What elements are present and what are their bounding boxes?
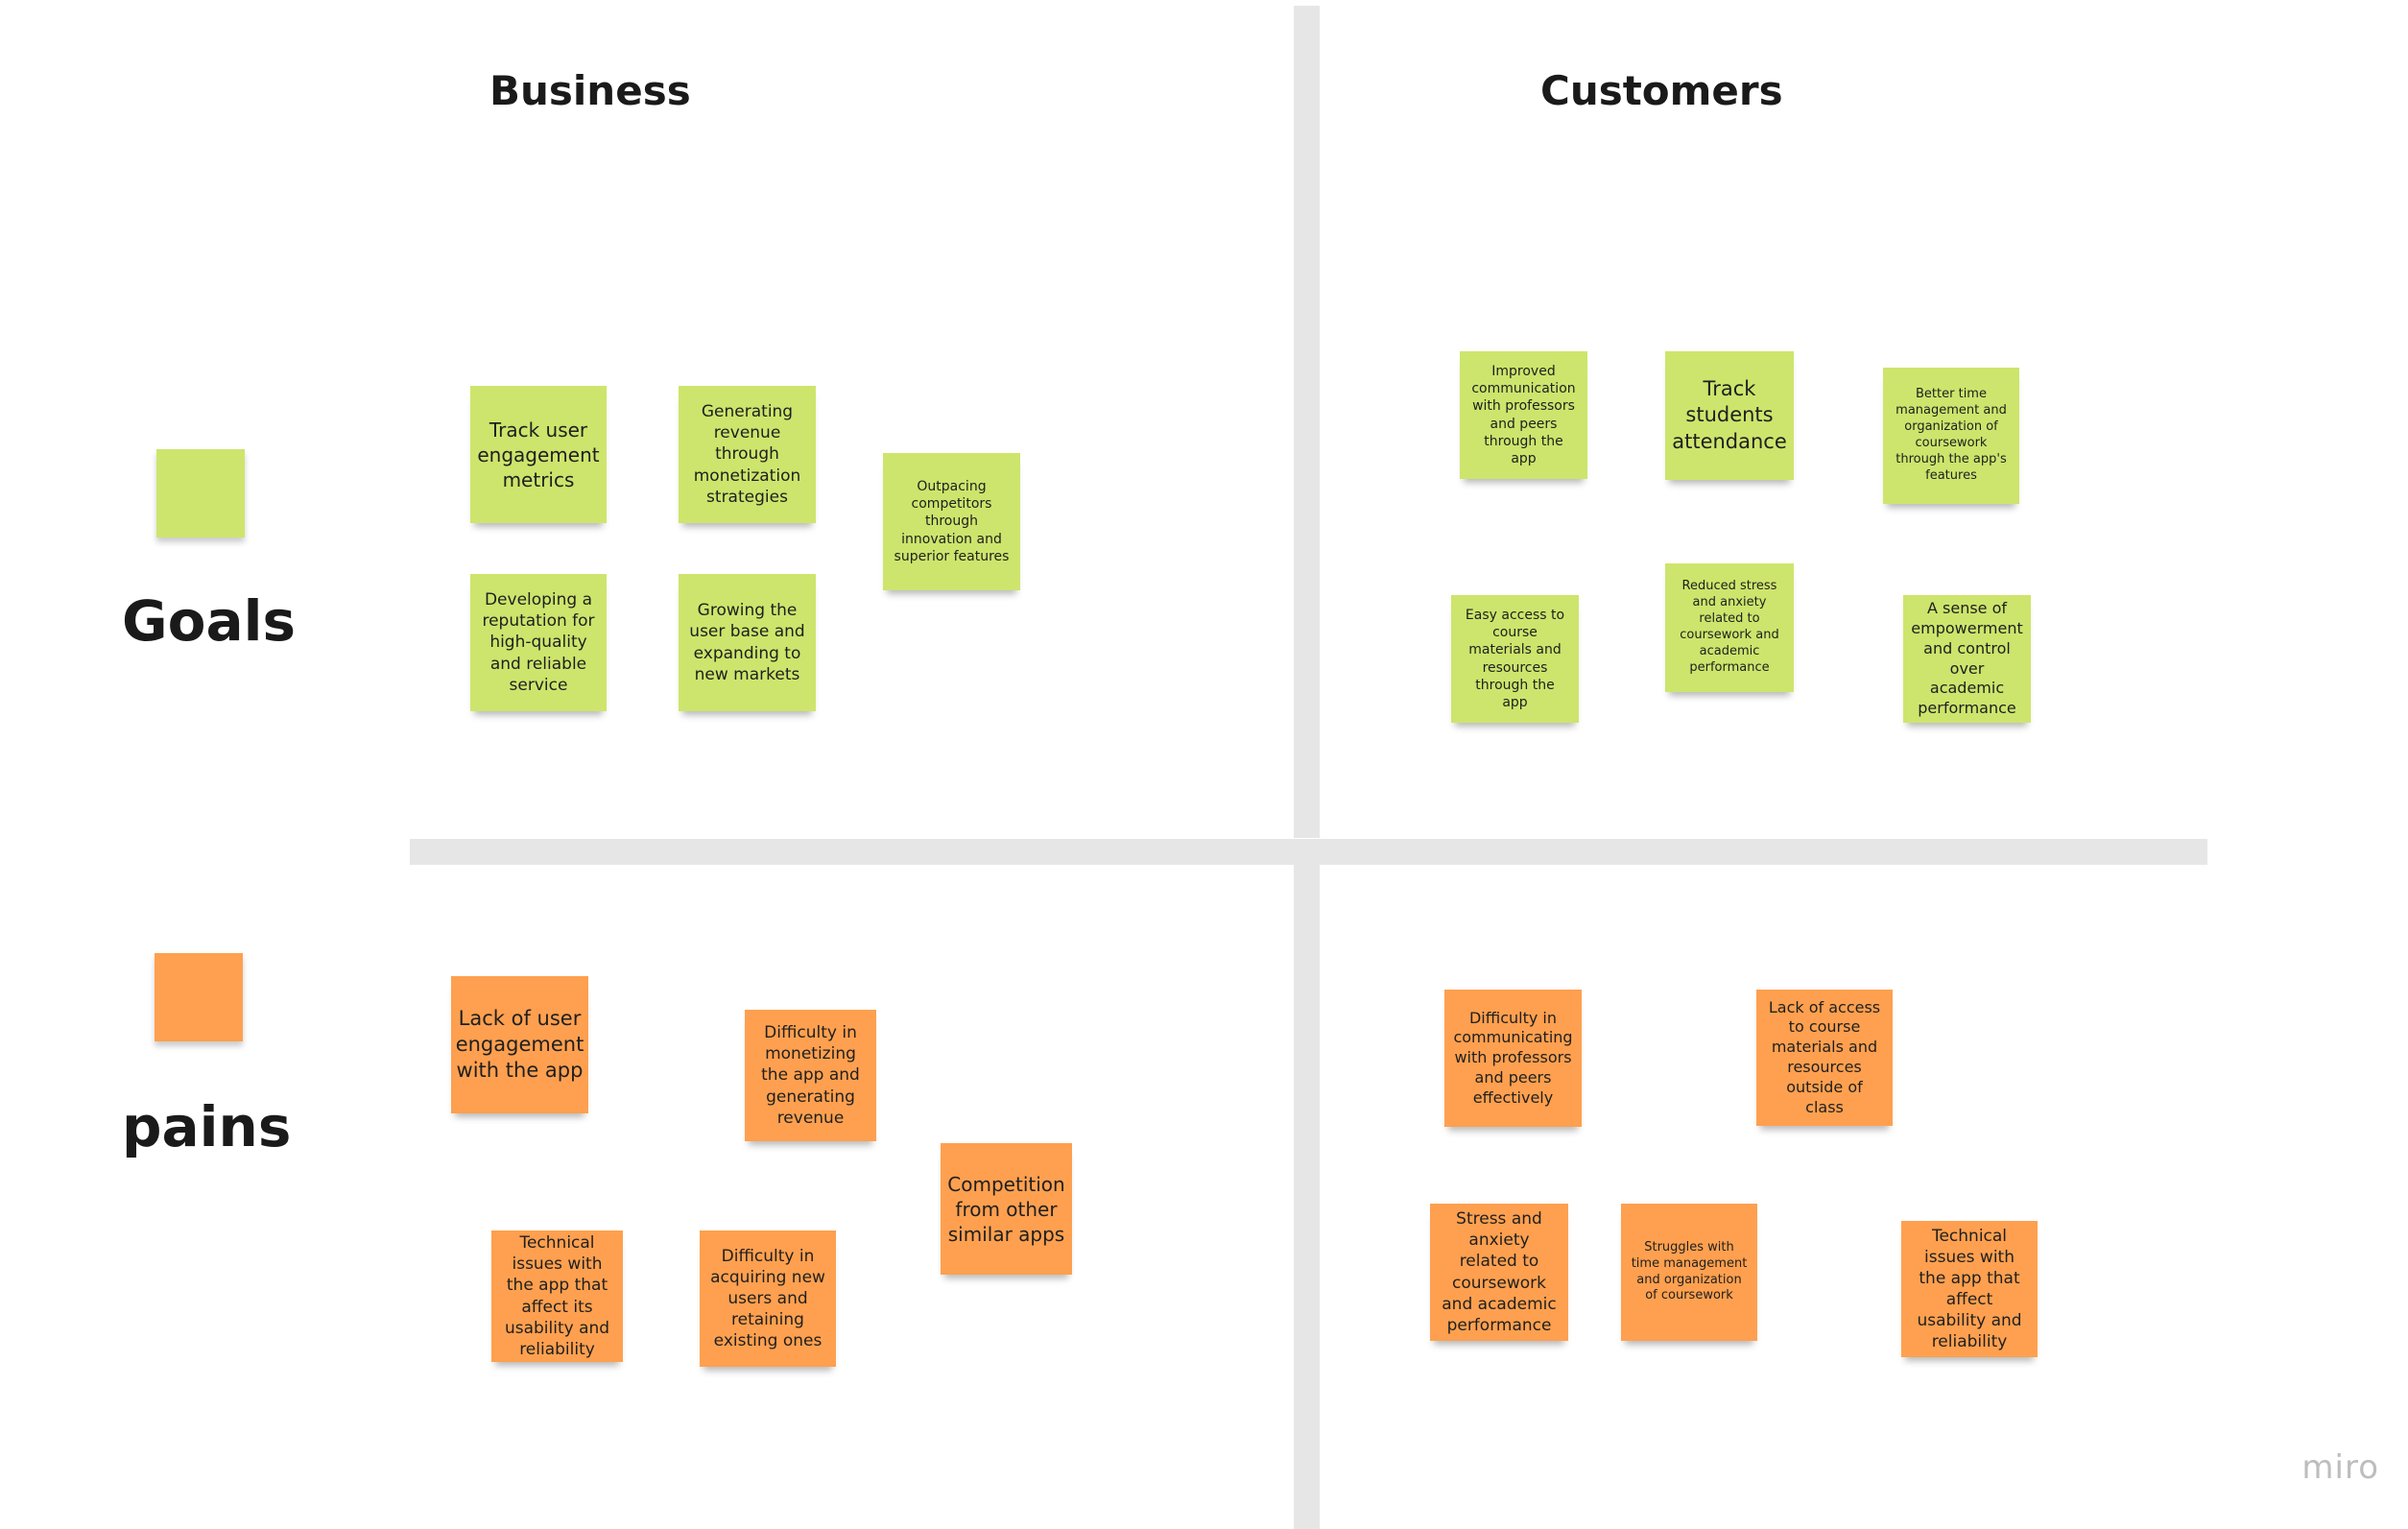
note-text: Technical issues with the app that affec… xyxy=(504,1233,610,1359)
note-text: Easy access to course materials and reso… xyxy=(1465,607,1565,710)
sticky-note[interactable]: Easy access to course materials and reso… xyxy=(1451,595,1579,723)
note-text: Improved communication with professors a… xyxy=(1471,363,1576,466)
note-text: Difficulty in monetizing the app and gen… xyxy=(761,1023,860,1128)
sticky-note[interactable]: Reduced stress and anxiety related to co… xyxy=(1665,563,1794,692)
note-text: Generating revenue through monetization … xyxy=(693,402,801,507)
note-text: Struggles with time management and organ… xyxy=(1631,1239,1748,1303)
sticky-note[interactable]: Better time management and organization … xyxy=(1883,368,2019,504)
sticky-note[interactable]: Difficulty in communicating with profess… xyxy=(1444,990,1582,1127)
row-header-goals: Goals xyxy=(122,588,296,654)
note-text: Developing a reputation for high-quality… xyxy=(482,590,595,695)
note-text: Lack of access to course materials and r… xyxy=(1768,997,1881,1116)
miro-logo: miro xyxy=(2301,1448,2379,1487)
sticky-note[interactable]: Improved communication with professors a… xyxy=(1460,351,1587,479)
pains-legend-swatch xyxy=(155,953,243,1041)
sticky-note[interactable]: Lack of user engagement with the app xyxy=(451,976,588,1113)
sticky-note[interactable]: Struggles with time management and organ… xyxy=(1621,1204,1757,1341)
sticky-note[interactable]: Technical issues with the app that affec… xyxy=(491,1230,623,1362)
note-text: Outpacing competitors through innovation… xyxy=(894,479,1010,564)
sticky-note[interactable]: Lack of access to course materials and r… xyxy=(1756,990,1893,1126)
note-text: Reduced stress and anxiety related to co… xyxy=(1680,579,1779,675)
note-text: Lack of user engagement with the app xyxy=(455,1006,584,1083)
horizontal-divider xyxy=(410,839,2207,865)
column-header-customers: Customers xyxy=(1540,67,1783,114)
sticky-note[interactable]: Outpacing competitors through innovation… xyxy=(883,453,1020,590)
note-text: Competition from other similar apps xyxy=(947,1172,1065,1246)
row-header-pains: pains xyxy=(122,1094,292,1159)
sticky-note[interactable]: Track students attendance xyxy=(1665,351,1794,480)
note-text: Technical issues with the app that affec… xyxy=(1917,1226,2022,1352)
note-text: Growing the user base and expanding to n… xyxy=(689,601,805,684)
sticky-note[interactable]: Generating revenue through monetization … xyxy=(679,386,816,523)
note-text: Track user engagement metrics xyxy=(477,418,600,491)
sticky-note[interactable]: Track user engagement metrics xyxy=(470,386,607,523)
note-text: Difficulty in acquiring new users and re… xyxy=(710,1246,825,1351)
sticky-note[interactable]: Difficulty in monetizing the app and gen… xyxy=(745,1010,876,1141)
note-text: Track students attendance xyxy=(1672,377,1787,453)
vertical-divider-top xyxy=(1294,6,1320,838)
goals-legend-swatch xyxy=(156,449,245,538)
sticky-note[interactable]: Difficulty in acquiring new users and re… xyxy=(700,1230,836,1367)
note-text: Stress and anxiety related to coursework… xyxy=(1442,1209,1557,1335)
note-text: A sense of empowerment and control over … xyxy=(1911,599,2023,718)
note-text: Better time management and organization … xyxy=(1895,387,2007,483)
sticky-note[interactable]: Technical issues with the app that affec… xyxy=(1901,1221,2038,1357)
sticky-note[interactable]: Developing a reputation for high-quality… xyxy=(470,574,607,711)
column-header-business: Business xyxy=(489,67,691,114)
sticky-note[interactable]: Competition from other similar apps xyxy=(941,1143,1072,1275)
sticky-note[interactable]: A sense of empowerment and control over … xyxy=(1903,595,2031,723)
sticky-note[interactable]: Stress and anxiety related to coursework… xyxy=(1430,1204,1568,1341)
vertical-divider-bottom xyxy=(1294,865,1320,1529)
sticky-note[interactable]: Growing the user base and expanding to n… xyxy=(679,574,816,711)
note-text: Difficulty in communicating with profess… xyxy=(1453,1008,1573,1107)
